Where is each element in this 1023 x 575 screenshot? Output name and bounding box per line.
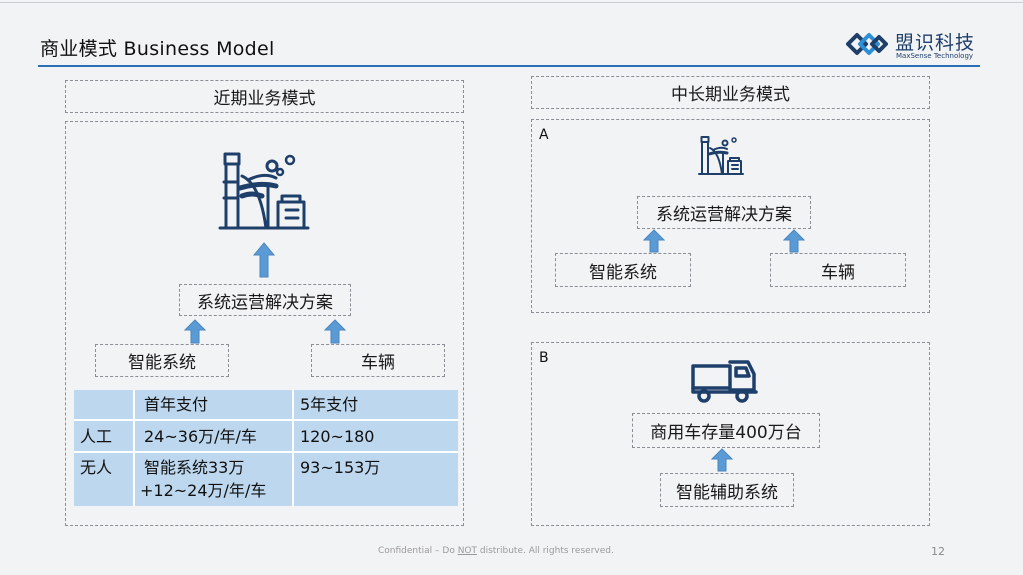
- arrow-up-from-assist: [711, 448, 733, 472]
- long-term-heading: 中长期业务模式: [671, 85, 790, 105]
- long-term-heading-box: 中长期业务模式: [531, 76, 930, 109]
- table-row-label: 人工: [80, 427, 113, 446]
- option-b-stock-box: 商用车存量400万台: [632, 413, 820, 448]
- option-a-solution-box: 系统运营解决方案: [637, 196, 811, 229]
- option-b-stock-label: 商用车存量400万台: [650, 423, 802, 443]
- logo-name-en: MaxSense Technology: [896, 52, 974, 60]
- arrow-up-to-factory: [253, 242, 275, 278]
- near-term-heading: 近期业务模式: [213, 89, 316, 109]
- arrow-up-from-system: [643, 229, 665, 253]
- option-b-assist-box: 智能辅助系统: [660, 473, 794, 507]
- confidential-notice: Confidential – Do NOT distribute. All ri…: [378, 546, 614, 556]
- near-term-heading-box: 近期业务模式: [65, 80, 464, 113]
- company-logo: 盟识科技 MaxSense Technology: [846, 26, 980, 62]
- near-term-solution-label: 系统运营解决方案: [197, 292, 333, 313]
- option-a-vehicle-label: 车辆: [821, 262, 855, 283]
- table-cell: 24~36万/年/车: [144, 427, 257, 446]
- table-divider: [74, 451, 458, 453]
- table-header-cell: 首年支付: [144, 395, 209, 414]
- table-cell: 120~180: [300, 427, 375, 446]
- table-header-cell: 5年支付: [300, 395, 359, 414]
- option-a-system-box: 智能系统: [555, 253, 691, 287]
- option-a-vehicle-box: 车辆: [770, 253, 906, 287]
- slide-title: 商业模式 Business Model: [40, 38, 275, 60]
- table-cell: 智能系统33万: [144, 458, 245, 477]
- option-a-system-label: 智能系统: [589, 262, 657, 283]
- top-border-line: [0, 2, 1023, 3]
- near-term-vehicle-label: 车辆: [361, 353, 395, 373]
- footer-text-after: distribute. All rights reserved.: [477, 546, 614, 556]
- arrow-up-from-vehicle: [783, 229, 805, 253]
- footer-emphasis: NOT: [457, 546, 478, 556]
- factory-icon: [218, 152, 310, 230]
- title-underline: [38, 65, 980, 67]
- option-a-letter: A: [539, 127, 549, 143]
- page-number: 12: [931, 545, 945, 558]
- arrow-up-from-system: [184, 319, 206, 344]
- cost-table: 首年支付 5年支付 人工 24~36万/年/车 120~180 无人 智能系统3…: [74, 390, 458, 506]
- option-b-panel: [531, 342, 930, 526]
- table-cell: 93~153万: [300, 458, 381, 477]
- table-divider: [74, 419, 458, 421]
- logo-name-cn: 盟识科技: [895, 32, 976, 54]
- table-divider: [133, 390, 135, 506]
- option-b-assist-label: 智能辅助系统: [676, 482, 778, 503]
- table-cell: +12~24万/年/车: [140, 481, 267, 500]
- near-term-panel: [65, 121, 464, 526]
- factory-icon: [698, 136, 744, 175]
- table-divider: [292, 390, 294, 506]
- near-term-vehicle-box: 车辆: [311, 344, 445, 377]
- logo-mark-icon: [846, 33, 888, 55]
- table-row-label: 无人: [80, 458, 113, 477]
- option-a-panel: [531, 119, 930, 313]
- truck-icon: [691, 360, 758, 403]
- option-a-solution-label: 系统运营解决方案: [656, 205, 792, 225]
- footer-text-before: Confidential – Do: [378, 546, 458, 556]
- near-term-system-box: 智能系统: [95, 344, 229, 377]
- arrow-up-from-vehicle: [324, 319, 346, 344]
- near-term-solution-box: 系统运营解决方案: [179, 284, 351, 316]
- near-term-system-label: 智能系统: [128, 353, 196, 373]
- option-b-letter: B: [539, 350, 549, 366]
